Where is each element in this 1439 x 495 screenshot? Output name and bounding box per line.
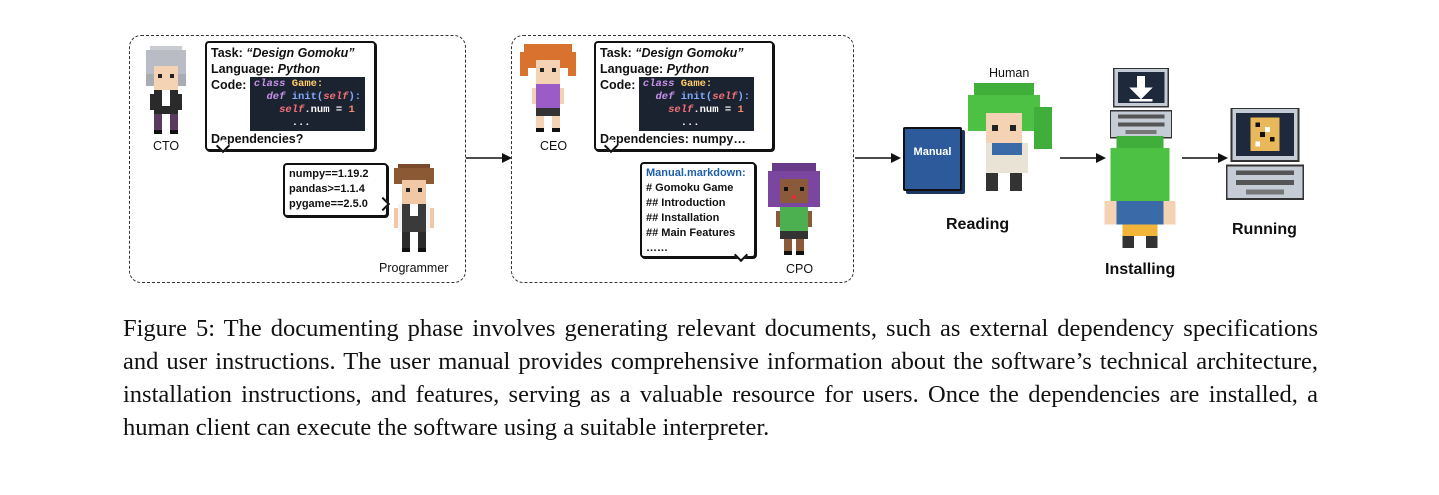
reading-label: Reading bbox=[946, 216, 1010, 233]
dependencies-line: Dependencies: numpy… bbox=[600, 132, 746, 146]
figure-caption: Figure 5: The documenting phase involves… bbox=[123, 312, 1318, 444]
code-fn-close: ): bbox=[348, 91, 362, 103]
human-label: Human bbox=[989, 66, 1030, 80]
cto-avatar bbox=[146, 46, 186, 134]
code-ellipsis: ... bbox=[680, 117, 700, 129]
manual-title: Manual.markdown: bbox=[646, 167, 746, 179]
code-self: self bbox=[279, 104, 305, 116]
code-fn: init( bbox=[291, 91, 324, 103]
code-fn-close: ): bbox=[737, 91, 751, 103]
code-class-name: Game: bbox=[291, 78, 324, 90]
manual-line: ## Main Features bbox=[646, 227, 736, 239]
code-class-name: Game: bbox=[680, 78, 713, 90]
dependencies-question: Dependencies? bbox=[211, 132, 304, 146]
manual-book-label: Manual bbox=[913, 146, 952, 158]
task-value: “Design Gomoku” bbox=[635, 46, 744, 60]
cto-label: CTO bbox=[153, 139, 180, 153]
requirement-line: numpy==1.19.2 bbox=[289, 168, 369, 180]
manual-line: # Gomoku Game bbox=[646, 182, 734, 194]
task-prefix: Task: bbox=[600, 46, 636, 60]
laptop-gomoku-icon bbox=[1226, 108, 1304, 201]
caption-text: Figure 5: The documenting phase involves… bbox=[123, 315, 1318, 441]
arrow-right-icon bbox=[1060, 153, 1106, 163]
code-self-arg: self bbox=[323, 91, 349, 103]
running-label: Running bbox=[1232, 221, 1297, 238]
manual-line: …… bbox=[646, 242, 668, 254]
arrow-right-icon bbox=[466, 153, 512, 163]
code-snippet: class Game: def init(self): self.num = 1… bbox=[249, 77, 366, 131]
manual-line: ## Introduction bbox=[646, 197, 726, 209]
installing-label: Installing bbox=[1105, 261, 1176, 278]
task-prefix: Task: bbox=[211, 46, 247, 60]
language-prefix: Language: bbox=[600, 62, 667, 76]
programmer-avatar bbox=[394, 164, 434, 252]
code-prefix: Code: bbox=[600, 78, 639, 92]
ceo-label: CEO bbox=[540, 139, 568, 153]
code-self-arg: self bbox=[712, 91, 738, 103]
human-reading-avatar bbox=[968, 83, 1052, 191]
programmer-label: Programmer bbox=[379, 261, 449, 275]
human-installing-avatar bbox=[1104, 136, 1176, 248]
manual-book-icon: Manual bbox=[903, 127, 962, 191]
language-value: Python bbox=[277, 62, 321, 76]
laptop-download-icon bbox=[1110, 68, 1172, 139]
code-self: self bbox=[668, 104, 694, 116]
code-keyword-class: class bbox=[253, 78, 286, 90]
code-snippet: class Game: def init(self): self.num = 1… bbox=[638, 77, 755, 131]
language-prefix: Language: bbox=[211, 62, 278, 76]
code-keyword-class: class bbox=[642, 78, 675, 90]
manual-line: ## Installation bbox=[646, 212, 720, 224]
cto-speech-bubble: Task: “Design Gomoku” Language: Python C… bbox=[205, 41, 376, 151]
code-prefix: Code: bbox=[211, 78, 250, 92]
requirement-line: pygame==2.5.0 bbox=[289, 198, 368, 210]
ceo-avatar bbox=[520, 44, 576, 132]
requirements-bubble: numpy==1.19.2 pandas>=1.1.4 pygame==2.5.… bbox=[283, 163, 388, 217]
code-keyword-def: def bbox=[655, 91, 675, 103]
code-assign: .num = bbox=[304, 104, 349, 116]
requirement-line: pandas>=1.1.4 bbox=[289, 183, 365, 195]
task-value: “Design Gomoku” bbox=[246, 46, 355, 60]
arrow-right-icon bbox=[1182, 153, 1228, 163]
language-value: Python bbox=[666, 62, 710, 76]
cpo-label: CPO bbox=[786, 262, 814, 276]
code-num: 1 bbox=[348, 104, 355, 116]
code-ellipsis: ... bbox=[291, 117, 311, 129]
code-num: 1 bbox=[737, 104, 744, 116]
code-fn: init( bbox=[680, 91, 713, 103]
code-assign: .num = bbox=[693, 104, 738, 116]
code-keyword-def: def bbox=[266, 91, 286, 103]
cpo-avatar bbox=[768, 163, 820, 255]
arrow-right-icon bbox=[855, 153, 901, 163]
ceo-speech-bubble: Task: “Design Gomoku” Language: Python C… bbox=[594, 41, 774, 151]
manual-bubble: Manual.markdown: # Gomoku Game ## Introd… bbox=[640, 162, 756, 258]
